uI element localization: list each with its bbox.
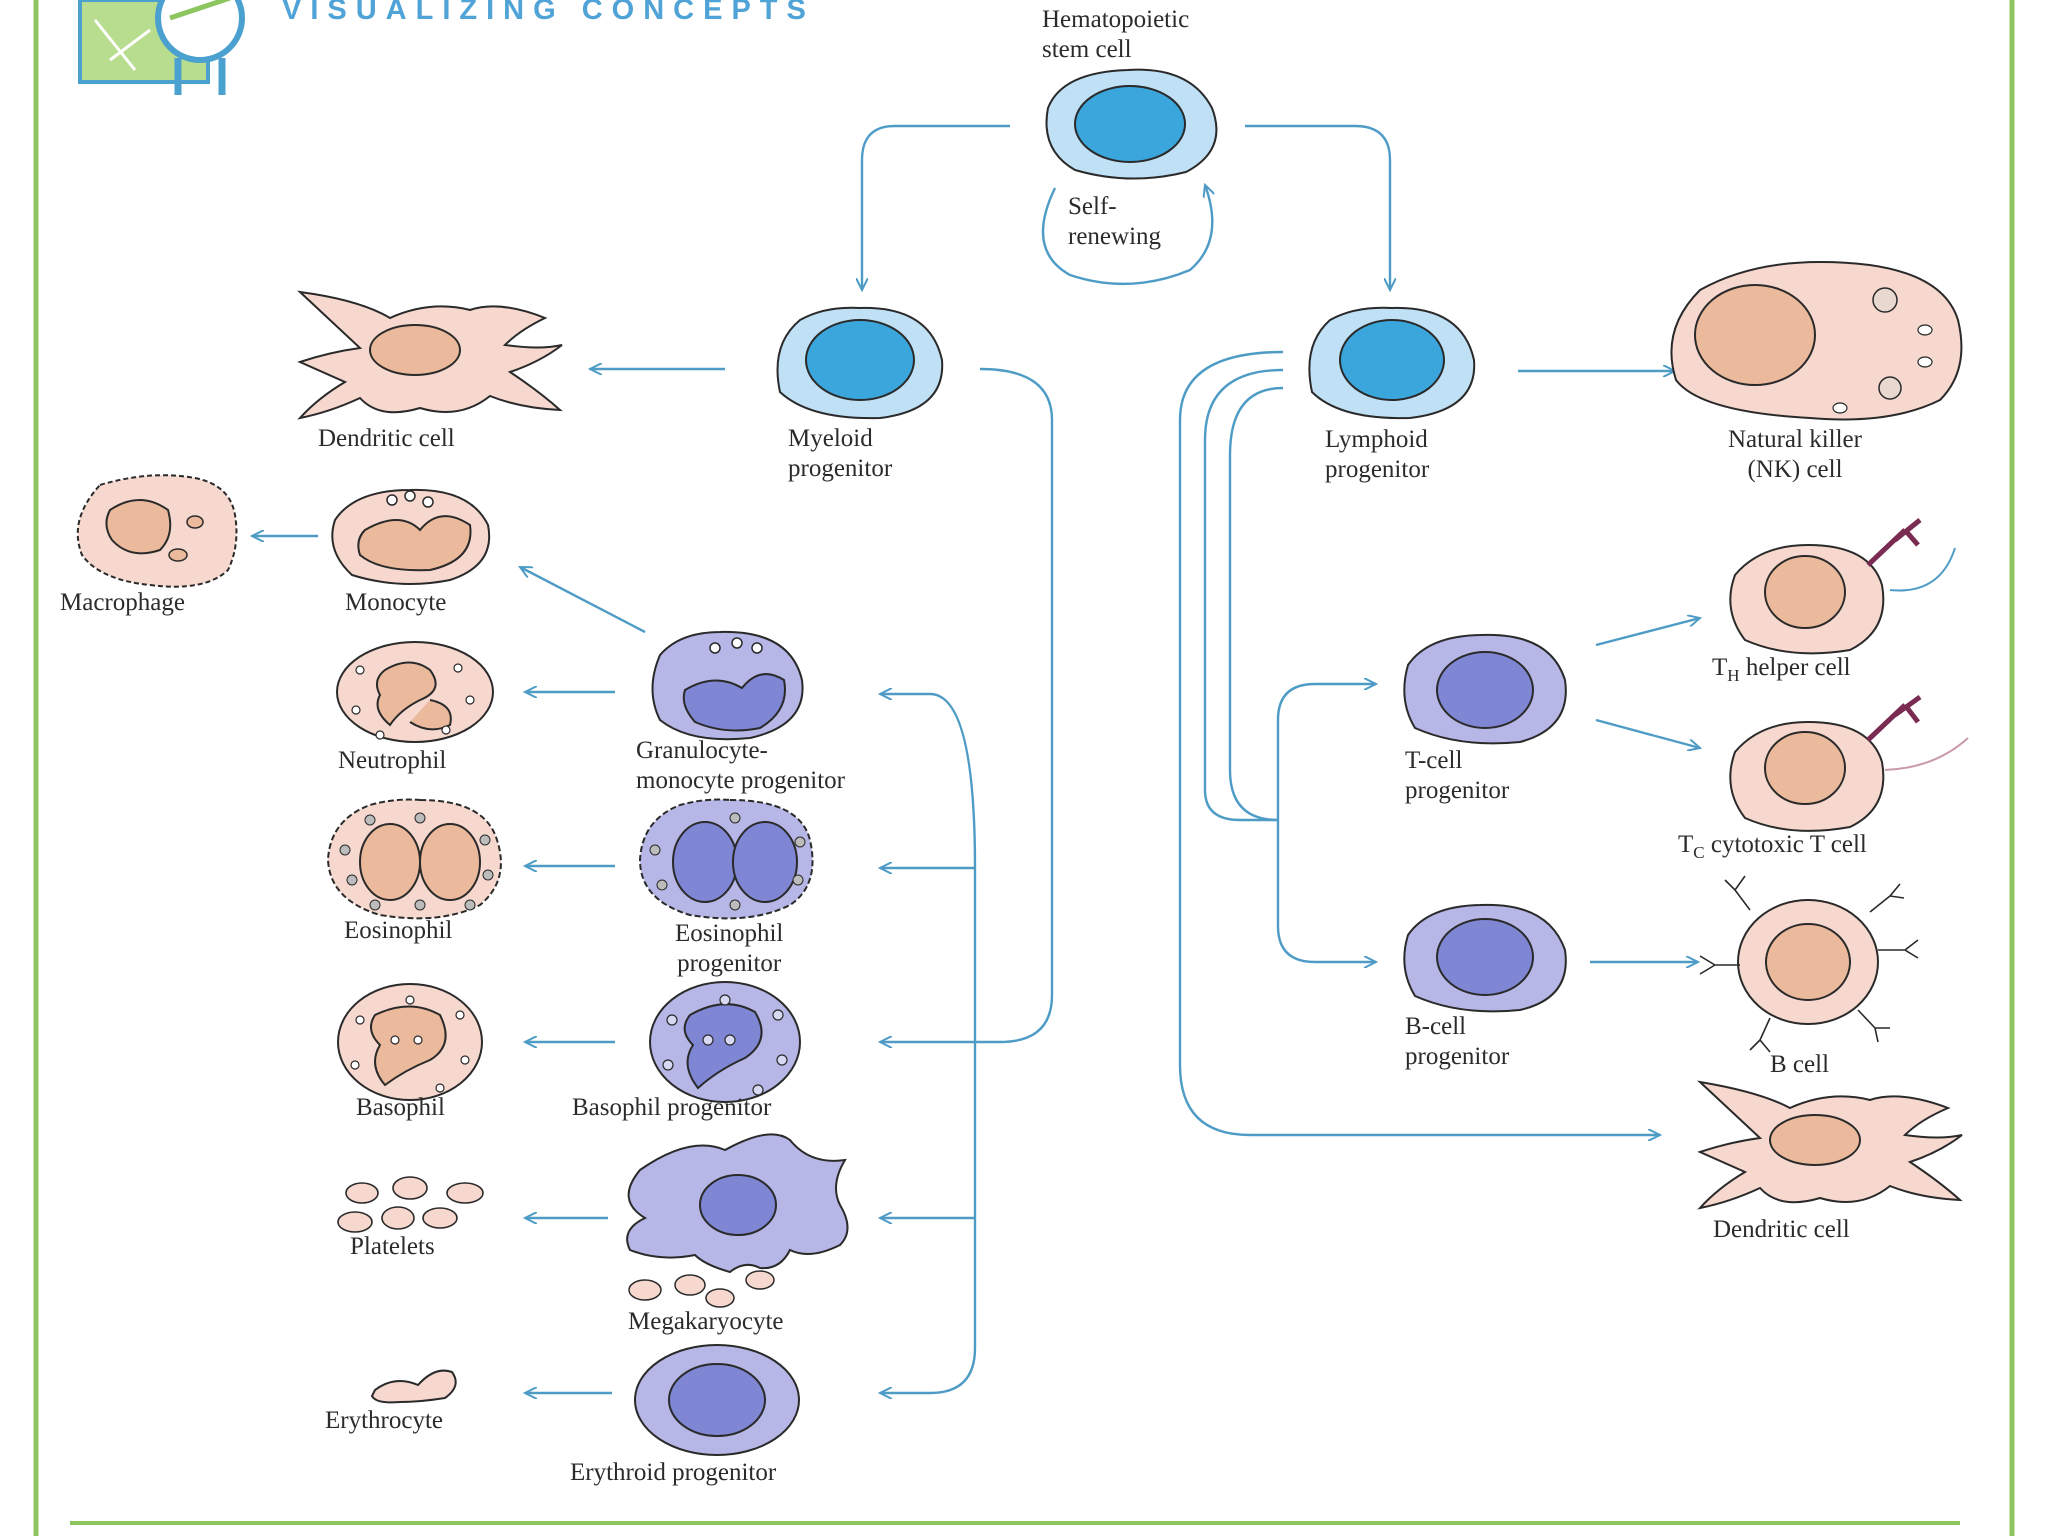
label-erythrocyte: Erythrocyte: [325, 1407, 444, 1434]
arrow-stem-to-myeloid: [862, 124, 1010, 290]
self-renewing-loop: [1041, 185, 1212, 286]
header-title: VISUALIZING CONCEPTS: [282, 0, 815, 26]
label-b-cell: B cell: [1770, 1051, 1830, 1078]
erythroid-progenitor-cell: [634, 1344, 800, 1456]
microscope-logo-icon: [78, 0, 245, 95]
label-macrophage: Macrophage: [60, 589, 185, 616]
tc-cytotoxic-t-cell: [1729, 694, 1969, 832]
myeloid-inner-bracket: [880, 868, 977, 1393]
label-platelets: Platelets: [350, 1233, 435, 1260]
label-th-helper-cell: TH helper cell: [1712, 654, 1851, 685]
lymphoid-progenitor-cell: [1308, 306, 1476, 420]
label-self-renewing: Self-renewing: [1068, 193, 1162, 250]
platelets-cells: [337, 1176, 484, 1233]
label-dendritic-cell-left: Dendritic cell: [318, 425, 455, 452]
label-eosinophil: Eosinophil: [344, 917, 453, 944]
lymphoid-bracket-outer: [1178, 350, 1660, 1135]
megakaryocyte-cell: [626, 1133, 849, 1308]
label-dendritic-cell-right: Dendritic cell: [1713, 1216, 1850, 1243]
label-neutrophil: Neutrophil: [338, 747, 447, 774]
myeloid-bracket: [880, 367, 1054, 1042]
th-helper-cell: [1729, 518, 1956, 655]
label-erythroid-progenitor: Erythroid progenitor: [570, 1459, 777, 1486]
dendritic-cell-left: [297, 290, 563, 420]
arrow-t-to-th: [1595, 618, 1700, 647]
eosinophil-cell: [326, 798, 502, 920]
neutrophil-cell: [336, 641, 494, 743]
t-b-split: [1276, 684, 1376, 820]
basophil-cell: [337, 983, 483, 1101]
page-frame: [33, 0, 2015, 1536]
label-basophil-progenitor: Basophil progenitor: [572, 1094, 772, 1121]
myeloid-progenitor-cell: [776, 306, 944, 420]
label-basophil: Basophil: [356, 1094, 445, 1121]
macrophage-cell: [76, 474, 238, 588]
label-nk-cell: Natural killer(NK) cell: [1728, 426, 1862, 483]
eosinophil-progenitor-cell: [638, 798, 814, 920]
b-cell: [1699, 875, 1919, 1053]
basophil-progenitor-cell: [649, 981, 801, 1103]
arrow-t-to-tc: [1595, 718, 1700, 748]
label-monocyte: Monocyte: [345, 589, 447, 616]
lymphoid-bracket-mid: [1203, 368, 1284, 822]
monocyte-cell: [331, 488, 491, 585]
dendritic-cell-right: [1696, 1080, 1963, 1210]
b-cell-progenitor-cell: [1403, 903, 1567, 1013]
granulocyte-monocyte-progenitor-cell: [651, 630, 804, 741]
erythrocyte-cell: [370, 1369, 457, 1404]
lymphoid-bracket-inner: [1228, 386, 1284, 822]
lineage-arrows: [252, 124, 1700, 1393]
label-tc-cytotoxic-t-cell: TC cytotoxic T cell: [1678, 831, 1867, 862]
label-megakaryocyte: Megakaryocyte: [628, 1308, 784, 1335]
label-gm-progenitor: Granulocyte-monocyte progenitor: [636, 737, 845, 794]
arrow-gm-to-monocyte: [520, 565, 646, 634]
arrow-stem-to-lymphoid: [1245, 124, 1390, 290]
hematopoietic-stem-cell: [1045, 68, 1218, 180]
t-cell-progenitor-cell: [1403, 633, 1567, 745]
natural-killer-cell: [1670, 260, 1963, 421]
